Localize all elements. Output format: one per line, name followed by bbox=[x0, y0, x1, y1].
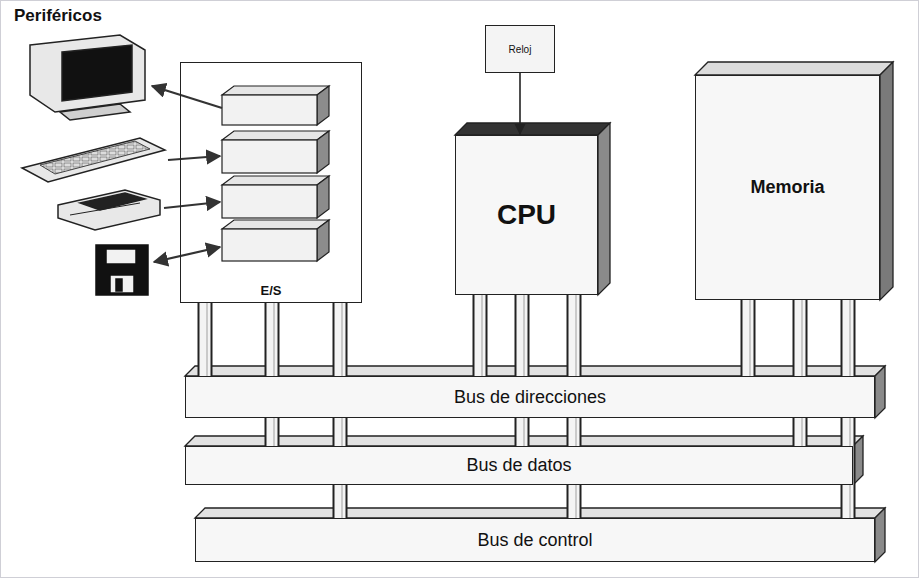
side-face bbox=[598, 123, 610, 295]
pipe-fill bbox=[517, 295, 528, 446]
pipe-shade bbox=[801, 300, 803, 446]
side-face bbox=[875, 366, 885, 418]
pipe-shade bbox=[481, 295, 483, 376]
io-panel-ground bbox=[180, 62, 362, 303]
io-slots bbox=[222, 86, 329, 261]
pipe-outline bbox=[198, 303, 213, 376]
data-bus: Bus de datos bbox=[185, 446, 853, 485]
clock-box: Reloj bbox=[485, 25, 555, 73]
output-arrow bbox=[152, 86, 222, 108]
depth-faces bbox=[195, 508, 885, 562]
printer-icon bbox=[58, 190, 160, 230]
cpu-box: CPU bbox=[455, 135, 598, 295]
io-slot bbox=[222, 131, 329, 173]
pipe-shade bbox=[206, 303, 208, 376]
top-face bbox=[185, 366, 885, 376]
bus-connection bbox=[272, 303, 274, 446]
bus-connection bbox=[748, 300, 750, 376]
pipe-fill bbox=[743, 300, 754, 376]
io-panel: E/S bbox=[180, 62, 362, 303]
control-bus: Bus de control bbox=[195, 518, 875, 562]
io-slot bbox=[222, 220, 329, 261]
io-arrow bbox=[154, 247, 220, 262]
pipe-shade bbox=[523, 295, 525, 446]
bus-connection bbox=[205, 303, 207, 376]
floppy-disk-icon bbox=[96, 245, 148, 295]
pipe-fill bbox=[475, 295, 486, 376]
input-arrow bbox=[164, 202, 220, 208]
arrow-line bbox=[519, 73, 521, 135]
io-slot bbox=[222, 176, 329, 218]
clock-signal bbox=[520, 73, 521, 135]
node-label: E/S bbox=[261, 283, 282, 298]
pipe-outline bbox=[473, 295, 488, 376]
node-label: Reloj bbox=[509, 44, 532, 55]
pipe-shade bbox=[749, 300, 751, 376]
address-bus: Bus de direcciones bbox=[185, 376, 875, 418]
pipe-outline bbox=[793, 300, 808, 446]
pipe-shade bbox=[273, 303, 275, 446]
node-label: Bus de datos bbox=[466, 455, 571, 476]
input-arrow bbox=[168, 156, 220, 160]
pipe-outline bbox=[741, 300, 756, 376]
memory-box: Memoria bbox=[695, 75, 880, 300]
side-face bbox=[875, 508, 885, 562]
node-label: Bus de control bbox=[477, 530, 592, 551]
pipe-fill bbox=[200, 303, 211, 376]
keyboard-icon bbox=[22, 138, 165, 182]
heading-text: Periféricos bbox=[14, 6, 102, 26]
peripheral-arrows bbox=[152, 86, 222, 262]
bus-connection bbox=[480, 295, 482, 376]
depth-faces bbox=[695, 62, 893, 300]
pipe-fill bbox=[267, 303, 278, 446]
depth-faces bbox=[455, 123, 610, 295]
pipe-outline bbox=[515, 295, 530, 446]
pipe-fill bbox=[795, 300, 806, 446]
depth-faces bbox=[185, 366, 885, 418]
side-face bbox=[880, 62, 893, 300]
bus-connection bbox=[522, 295, 524, 446]
pipe-outline bbox=[265, 303, 280, 446]
node-label: CPU bbox=[497, 199, 556, 231]
monitor-icon bbox=[30, 35, 145, 120]
bus-connection bbox=[800, 300, 802, 446]
node-label: Memoria bbox=[750, 177, 824, 198]
section-heading: Periféricos bbox=[14, 6, 102, 26]
top-face bbox=[455, 123, 610, 135]
node-label: Bus de direcciones bbox=[454, 387, 606, 408]
top-face bbox=[695, 62, 893, 75]
top-face bbox=[195, 508, 885, 518]
io-slot bbox=[222, 86, 329, 125]
